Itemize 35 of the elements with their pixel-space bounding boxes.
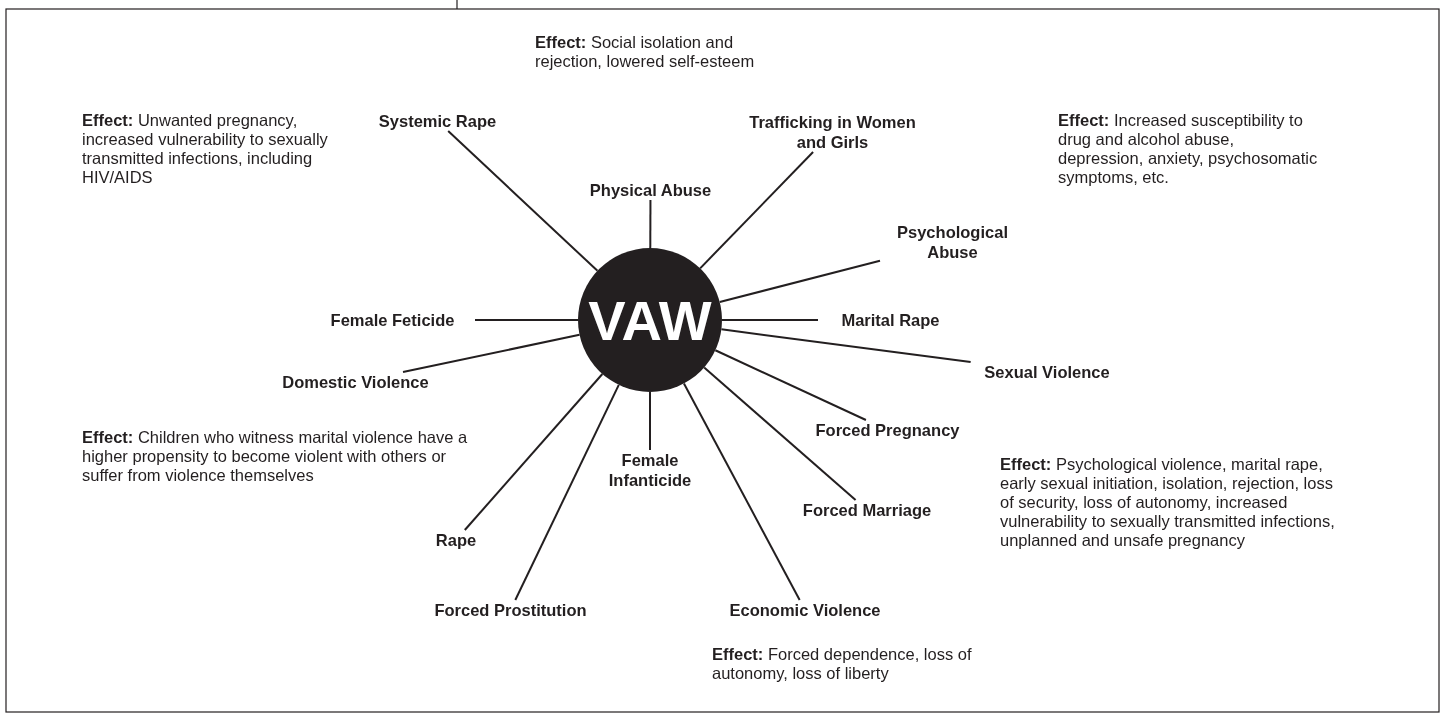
connector-line [402,333,581,373]
category-label: Trafficking in Women and Girls [745,112,920,152]
category-label: Economic Violence [705,600,905,620]
center-circle: VAW [578,248,722,392]
connector-line [463,373,604,531]
connector-line [474,319,579,321]
category-label: Forced Pregnancy [795,420,980,440]
category-label: Female Feticide [310,310,475,330]
category-label: Marital Rape [818,310,963,330]
connector-line [714,349,867,421]
category-label: Female Infanticide [595,450,705,490]
category-label: Domestic Violence [258,372,453,392]
effect-note: Effect: Children who witness marital violence have a higher propensity to become violent with others or suffer from violence themselves [82,428,469,485]
connector-line [514,383,620,601]
connector-line [718,259,881,303]
effect-note: Effect: Increased susceptibility to drug and alcohol abuse, depression, anxiety, psychosomatic symptoms, etc. [1058,111,1318,187]
category-label: Forced Prostitution [408,600,613,620]
effect-note: Effect: Forced dependence, loss of autonomy, loss of liberty [712,645,973,683]
connector-line [649,391,651,451]
category-label: Rape [428,530,484,550]
connector-line [447,130,599,272]
category-label: Physical Abuse [568,180,733,200]
connector-line [720,328,972,363]
category-label: Systemic Rape [360,111,515,131]
category-label: Psychological Abuse [880,222,1025,262]
effect-note: Effect: Unwanted pregnancy, increased vulnerability to sexually transmitted infections, including HIV/AIDS [82,111,329,187]
connector-line [699,151,815,270]
effect-note: Effect: Psychological violence, marital rape, early sexual initiation, isolation, rejection, loss of security, loss of autonomy, increased vulnerability to sexually transmitted infections, unplanned and unsafe pregnancy [1000,455,1336,550]
connector-line [721,319,819,321]
connector-line [682,382,801,601]
effect-note: Effect: Social isolation and rejection, lowered self-esteem [535,33,756,71]
category-label: Forced Marriage [778,500,956,520]
connector-line [649,199,652,249]
category-label: Sexual Violence [968,362,1126,382]
connector-line [703,366,857,501]
